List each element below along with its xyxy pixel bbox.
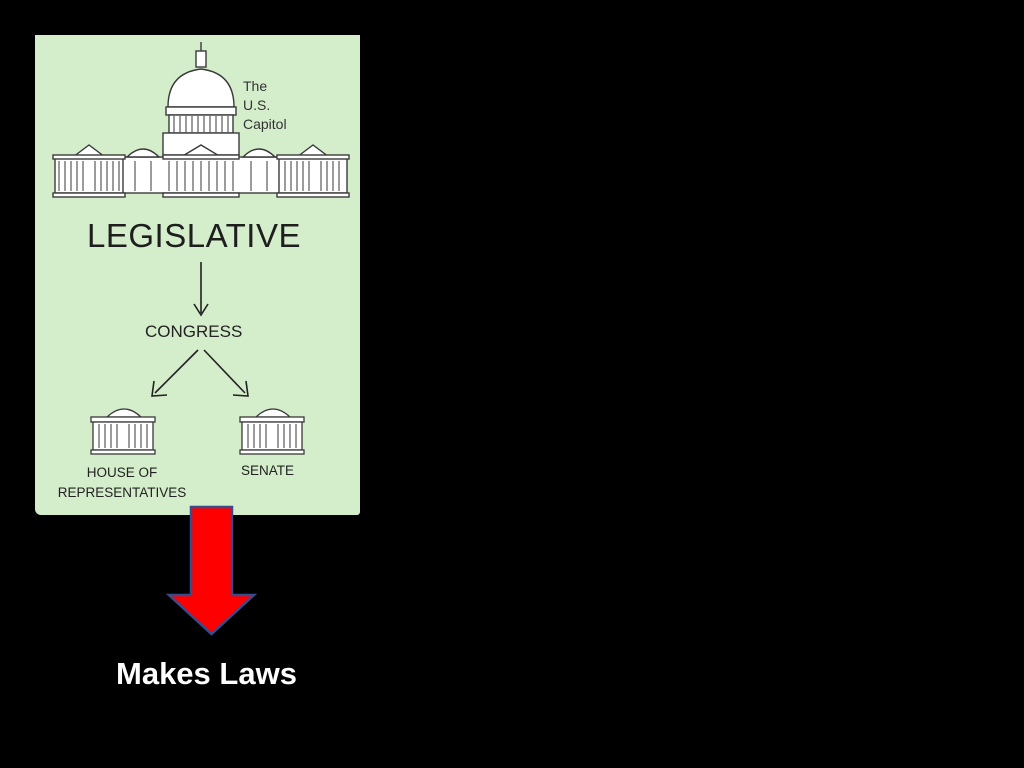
branch-arrows xyxy=(151,349,249,397)
senate-label: SENATE xyxy=(241,463,295,478)
legislative-branch-card: The U.S. Capitol LEGISLATIVE CONGRESS HO… xyxy=(35,35,360,515)
caption-makes-laws: Makes Laws xyxy=(116,656,297,691)
down-arrow-icon xyxy=(166,505,258,636)
capitol-building-icon xyxy=(52,42,350,198)
capitol-label-line: U.S. xyxy=(243,97,271,113)
congress-label: CONGRESS xyxy=(145,322,243,341)
house-label-line: HOUSE OF xyxy=(86,465,158,480)
down-arrow-legislative-to-congress xyxy=(193,262,209,317)
senate-building-icon xyxy=(239,408,305,455)
branch-title: LEGISLATIVE xyxy=(87,217,301,254)
capitol-label-line: Capitol xyxy=(243,116,287,132)
house-label: HOUSE OF REPRESENTATIVES xyxy=(47,463,197,503)
house-building-icon xyxy=(90,408,156,455)
house-label-line: REPRESENTATIVES xyxy=(57,485,187,500)
capitol-label-line: The xyxy=(243,78,268,94)
capitol-label: The U.S. Capitol xyxy=(243,77,287,134)
diagram-drawing xyxy=(52,42,350,455)
